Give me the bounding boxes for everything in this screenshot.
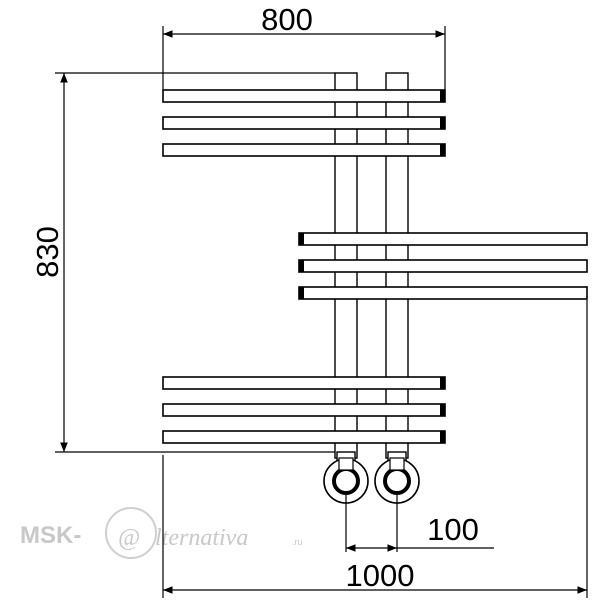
top-bar-group xyxy=(162,89,446,157)
dimension-pipe-spacing: 100 xyxy=(345,495,494,552)
middle-bar-group xyxy=(298,232,588,300)
watermark-rest: lternativa xyxy=(155,525,248,551)
dimension-height-label: 830 xyxy=(30,226,65,278)
dimension-bottom-width: 1000 xyxy=(162,300,588,598)
bar xyxy=(162,116,446,130)
bar xyxy=(162,143,446,157)
valves xyxy=(323,451,420,504)
watermark-brand: MSK- xyxy=(20,522,81,549)
dimension-spacing-label: 100 xyxy=(427,512,479,547)
bar xyxy=(162,403,446,417)
dimension-left-height: 830 xyxy=(30,72,335,453)
dimension-width-bottom-label: 1000 xyxy=(346,558,415,593)
bar xyxy=(298,259,588,273)
bar xyxy=(162,430,446,444)
bottom-bar-group xyxy=(162,376,446,444)
bar xyxy=(162,376,446,390)
bar xyxy=(298,232,588,246)
watermark-tld: .ru xyxy=(292,537,303,547)
dimension-top-width: 800 xyxy=(162,2,446,90)
bar xyxy=(298,286,588,300)
watermark-at: @ xyxy=(118,525,140,551)
left-valve xyxy=(323,451,369,504)
dimension-width-top-label: 800 xyxy=(261,2,313,37)
watermark-circle xyxy=(105,507,157,559)
watermark: MSK- @ lternativa .ru xyxy=(20,507,303,559)
bar xyxy=(162,89,446,103)
right-valve xyxy=(374,451,420,504)
